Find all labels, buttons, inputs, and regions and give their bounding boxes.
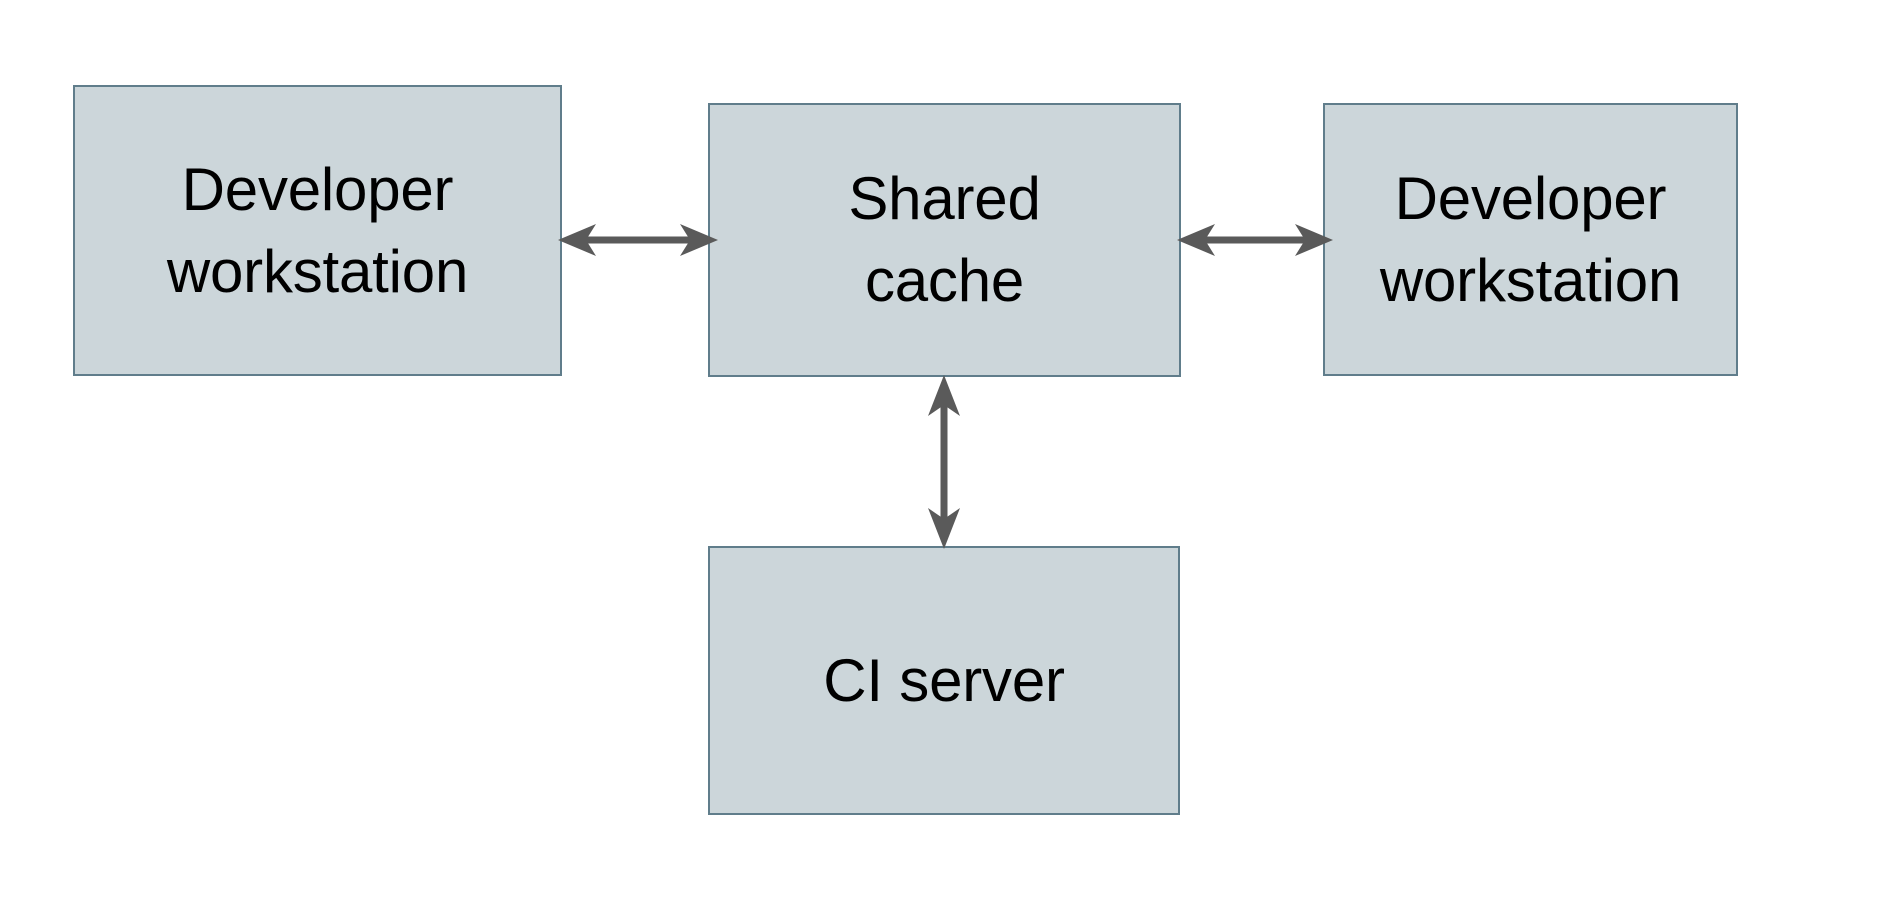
connector-shared-cache-to-ci-server (928, 375, 960, 549)
node-label: Developer workstation (1379, 164, 1682, 314)
connector-shared-cache-to-dev-right (1177, 224, 1333, 256)
node-developer-workstation-left[interactable]: Developer workstation (73, 85, 562, 376)
node-label: Developer workstation (166, 155, 469, 305)
node-developer-workstation-right[interactable]: Developer workstation (1323, 103, 1738, 376)
connector-dev-left-to-shared-cache (558, 224, 718, 256)
node-label: Shared cache (848, 165, 1041, 314)
node-shared-cache[interactable]: Shared cache (708, 103, 1181, 377)
node-label: CI server (823, 646, 1065, 714)
node-ci-server[interactable]: CI server (708, 546, 1180, 815)
